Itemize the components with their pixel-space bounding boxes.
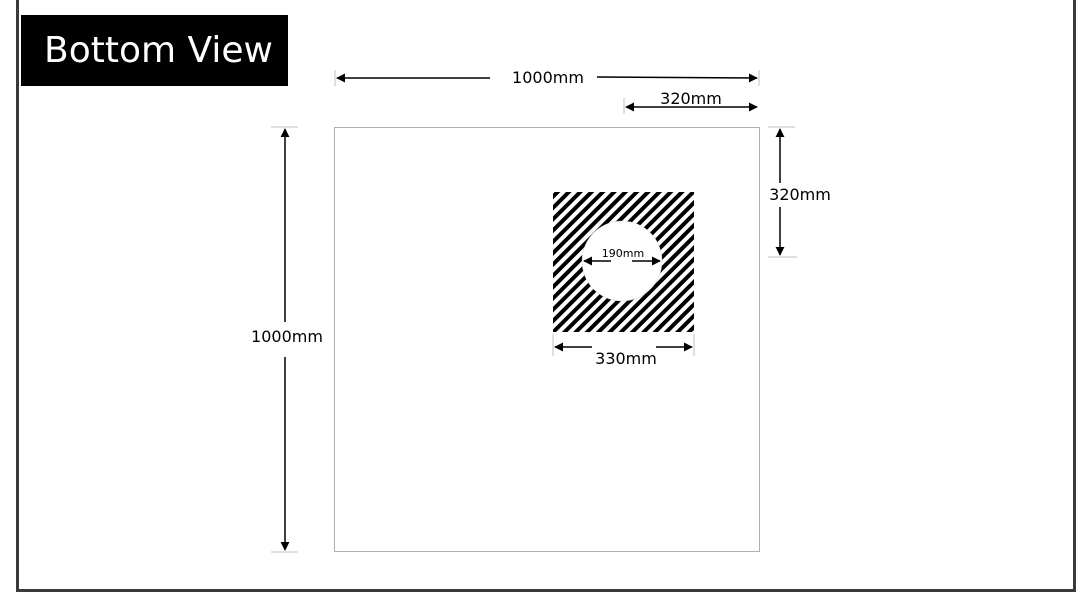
dim-offset-top: 320mm	[768, 126, 831, 258]
dim-offset-right: 320mm	[623, 89, 758, 114]
cutout-width-label: 330mm	[595, 349, 657, 368]
panel-outline	[334, 127, 760, 552]
dim-cutout-width: 330mm	[552, 334, 695, 368]
overall-height-label: 1000mm	[251, 327, 323, 346]
hole-diameter-label: 190mm	[602, 247, 644, 260]
overall-width-label: 1000mm	[512, 68, 584, 87]
offset-right-label: 320mm	[660, 89, 722, 108]
dim-overall-height: 1000mm	[251, 126, 323, 553]
offset-top-label: 320mm	[769, 185, 831, 204]
dim-overall-width: 1000mm	[334, 68, 760, 87]
view-title: Bottom View	[21, 15, 288, 86]
circular-hole	[581, 220, 663, 302]
drawing-frame	[16, 0, 1076, 592]
dim-hole-diameter: 190mm	[583, 247, 661, 266]
